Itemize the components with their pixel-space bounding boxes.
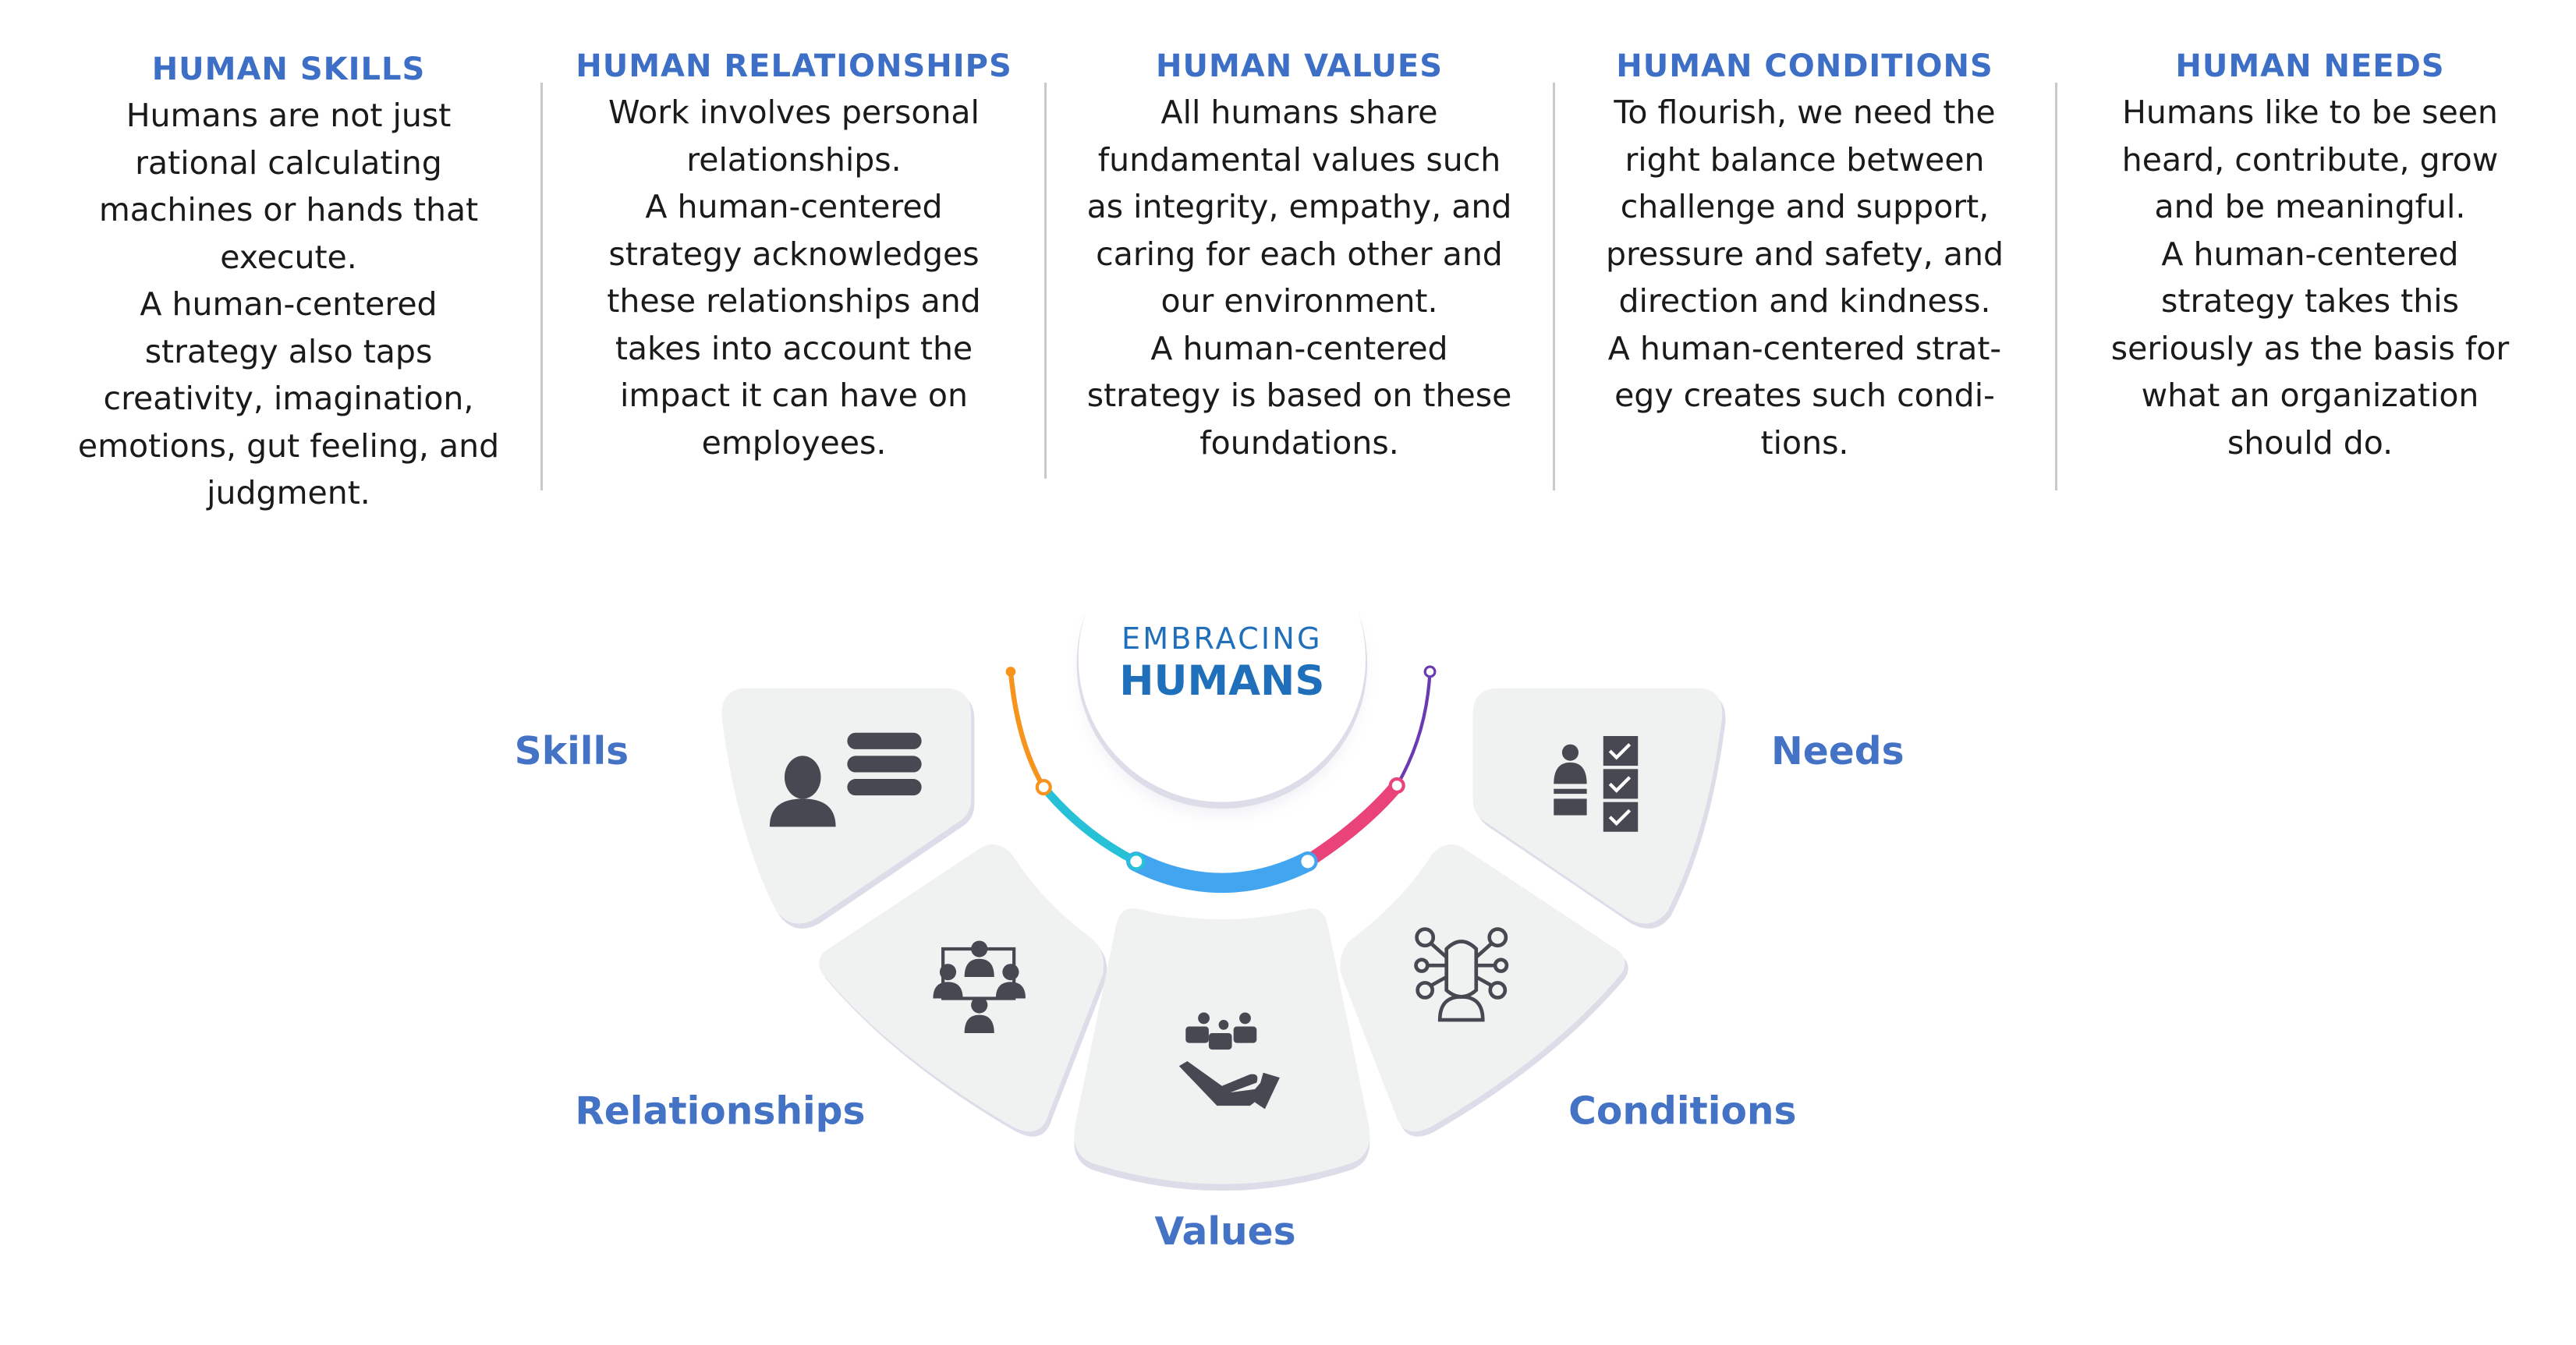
text-line: A human-centered xyxy=(2161,235,2459,273)
text-line: All humans share xyxy=(1160,94,1438,131)
column-body: All humans share fundamental values such… xyxy=(1058,89,1541,466)
column-body: To flourish, we need the right balance b… xyxy=(1563,89,2046,466)
text-line: Humans like to be seen xyxy=(2122,94,2498,131)
column-values: HUMAN VALUES All humans share fundamenta… xyxy=(1058,48,1541,466)
text-line: direction and kindness. xyxy=(1618,282,1991,320)
text-line: what an organization xyxy=(2141,377,2479,414)
text-line: Humans are not just xyxy=(126,97,452,134)
column-divider xyxy=(540,83,543,490)
label-relationships: Relationships xyxy=(575,1089,865,1133)
column-title: HUMAN CONDITIONS xyxy=(1616,48,1993,84)
text-line: as integrity, empathy, and xyxy=(1086,188,1512,225)
text-line: egy creates such condi- xyxy=(1614,377,1995,414)
text-line: strategy also taps xyxy=(144,332,433,370)
text-line: A human-centered strat- xyxy=(1607,329,2002,367)
arc-segment-cyan xyxy=(1039,783,1141,866)
progress-arc xyxy=(1005,665,1437,894)
column-conditions: HUMAN CONDITIONS To flourish, we need th… xyxy=(1563,48,2046,466)
skills-person-icon xyxy=(769,732,922,827)
column-title: HUMAN NEEDS xyxy=(2175,48,2445,84)
column-title: HUMAN VALUES xyxy=(1156,48,1443,84)
text-line: challenge and support, xyxy=(1620,188,1990,225)
text-line: creativity, imagination, xyxy=(103,380,474,417)
text-line: relationships. xyxy=(686,140,902,179)
values-hand-people-icon xyxy=(1178,1012,1280,1110)
text-line: takes into account the xyxy=(615,329,973,367)
column-divider xyxy=(2055,83,2057,490)
text-line: tions. xyxy=(1760,423,1849,462)
label-values: Values xyxy=(1154,1210,1295,1254)
text-line: foundations. xyxy=(1199,423,1399,462)
column-body: Humans like to be seen heard, contribute… xyxy=(2068,89,2552,466)
text-line: judgment. xyxy=(207,474,370,511)
text-line: strategy is based on these xyxy=(1086,377,1512,414)
text-line: machines or hands that xyxy=(98,191,479,228)
text-line: strategy takes this xyxy=(2161,282,2459,320)
label-conditions: Conditions xyxy=(1568,1089,1796,1133)
text-line: fundamental values such xyxy=(1097,140,1501,179)
needs-checklist-icon xyxy=(1554,735,1639,832)
arc-segment-orange xyxy=(1008,669,1047,790)
text-line: strategy acknowledges xyxy=(608,235,980,273)
center-title-line2: HUMANS xyxy=(1119,657,1324,705)
tile-skills[interactable] xyxy=(721,688,975,929)
conditions-ai-person-icon xyxy=(1414,927,1509,1022)
center-circle xyxy=(990,478,1454,832)
column-title: HUMAN SKILLS xyxy=(151,51,426,87)
text-line: Work involves personal xyxy=(608,94,980,131)
text-line: pressure and safety, and xyxy=(1606,235,2004,273)
text-line: To flourish, we need the xyxy=(1614,94,1996,131)
arc-endpoint xyxy=(1005,667,1016,677)
column-divider xyxy=(1044,83,1047,490)
label-needs: Needs xyxy=(1771,730,1905,773)
arc-node xyxy=(1035,779,1052,796)
text-line: impact it can have on xyxy=(619,377,968,414)
column-title: HUMAN RELATIONSHIPS xyxy=(576,48,1012,84)
tile-needs[interactable] xyxy=(1472,688,1726,929)
column-relationships: HUMAN RELATIONSHIPS Work involves person… xyxy=(552,48,1036,466)
column-divider xyxy=(1553,83,1555,490)
text-line: heard, contribute, grow xyxy=(2121,140,2499,179)
column-needs: HUMAN NEEDS Humans like to be seen heard… xyxy=(2068,48,2552,466)
center-title-line1: EMBRACING xyxy=(1121,621,1323,656)
text-line: caring for each other and xyxy=(1096,235,1503,273)
column-skills: HUMAN SKILLS Humans are not just rationa… xyxy=(47,51,530,517)
text-line: these relationships and xyxy=(607,282,981,320)
text-line: rational calculating xyxy=(135,143,442,182)
arc-segment-blue xyxy=(1126,851,1318,894)
text-line: right balance between xyxy=(1625,140,1985,179)
text-line: A human-centered xyxy=(1150,329,1448,367)
text-line: emotions, gut feeling, and xyxy=(77,427,500,465)
text-line: A human-centered xyxy=(645,188,943,225)
arc-segment-pink xyxy=(1301,779,1404,869)
relationships-network-icon xyxy=(933,940,1026,1033)
text-line: A human-centered xyxy=(140,285,438,323)
arc-node xyxy=(1298,851,1318,872)
tile-conditions[interactable] xyxy=(1340,844,1628,1137)
text-line: should do. xyxy=(2227,423,2394,462)
arc-node xyxy=(1388,777,1405,795)
text-line: seriously as the basis for xyxy=(2110,329,2510,367)
column-body: Humans are not just rational calculating… xyxy=(47,92,530,517)
tile-relationships[interactable] xyxy=(819,844,1107,1137)
column-body: Work involves personal relationships. A … xyxy=(552,89,1036,466)
text-line: employees. xyxy=(701,423,887,462)
text-line: and be meaningful. xyxy=(2154,188,2466,225)
arc-segment-purple xyxy=(1395,670,1432,788)
arc-node xyxy=(1127,852,1146,871)
text-line: execute. xyxy=(220,238,357,276)
arc-endpoint xyxy=(1423,665,1437,678)
text-line: our environment. xyxy=(1160,282,1438,320)
label-skills: Skills xyxy=(515,730,629,773)
tile-values[interactable] xyxy=(1074,908,1370,1191)
